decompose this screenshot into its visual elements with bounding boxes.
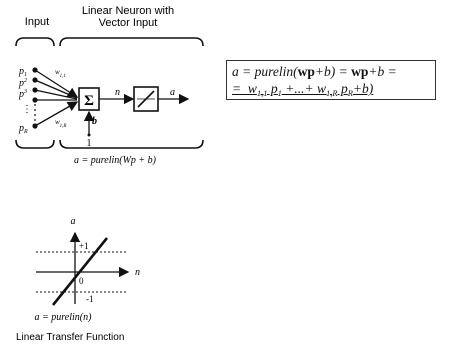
input-label-p2: p2	[18, 78, 27, 89]
bias-input-node	[87, 133, 91, 137]
formula-box: a = purelin(wp+b) = wp+b = = w1,1 p1 +..…	[226, 60, 436, 100]
input-heading: Input	[25, 16, 49, 28]
input-label-p1: p1	[18, 66, 27, 78]
summation-symbol: Σ	[84, 93, 94, 109]
transfer-x-axis-label: n	[135, 267, 140, 278]
formula-line-1: a = purelin(wp+b) = wp+b =	[232, 64, 397, 79]
transfer-equation: a = purelin(n)	[35, 312, 93, 323]
input-bracket-bottom	[15, 139, 55, 149]
neuron-bracket-top	[59, 37, 204, 47]
transfer-origin-label: 0	[79, 276, 84, 286]
neuron-equation: a = purelin(Wp + b)	[74, 155, 157, 166]
input-nodes	[32, 67, 38, 129]
input-label-pR: pR	[18, 123, 28, 135]
input-label-vdots: ⋮	[22, 104, 32, 115]
formula-line-2: = w1,1 p1 +...+ w1,R pR+b)	[232, 81, 374, 98]
input-label-p3: p3	[18, 89, 27, 100]
input-bracket-top	[15, 37, 55, 47]
neuron-bracket-bottom	[59, 139, 204, 149]
neuron-title-line1: Linear Neuron with	[82, 5, 174, 17]
weight-connections	[34, 69, 79, 127]
bias-label: b	[92, 116, 97, 127]
net-input-label: n	[115, 87, 120, 98]
transfer-graph	[36, 231, 130, 306]
transfer-linear-curve	[51, 237, 109, 306]
transfer-y-axis-label: a	[71, 216, 76, 227]
bias-input-label: 1	[87, 138, 92, 149]
transfer-tick-plus-one: +1	[79, 241, 89, 251]
weight-label-top: w1,1	[55, 68, 66, 79]
transfer-tick-minus-one: -1	[86, 294, 94, 304]
neuron-title-line2: Vector Input	[99, 17, 158, 29]
transfer-caption: Linear Transfer Function	[16, 332, 124, 343]
weight-label-bottom: w1,R	[55, 118, 66, 129]
output-label: a	[170, 87, 175, 98]
